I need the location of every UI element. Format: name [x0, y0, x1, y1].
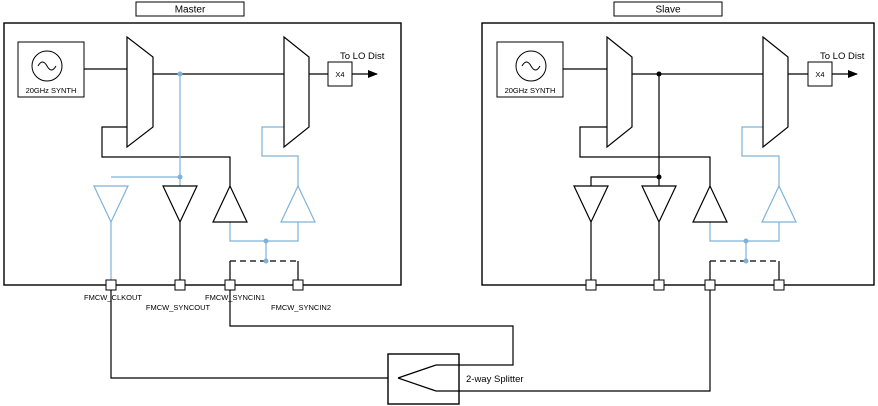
- splitter-box: [387, 353, 460, 405]
- slave-title-box: [613, 1, 723, 17]
- master-title: Master: [175, 5, 206, 16]
- slave-device: Slave 20GHz SYNTH X4: [481, 1, 875, 291]
- master-clkout-buffer: [93, 185, 129, 224]
- master-junction-dot: [263, 258, 269, 264]
- master-mux1-feedback-wire: [101, 126, 231, 187]
- slave-junction-dot: [656, 71, 662, 77]
- master-syncout-buffer: [162, 185, 198, 224]
- master-title-box: [135, 1, 245, 17]
- master-syncin2-buffer: [280, 184, 316, 223]
- slave-pin-syncin1: [704, 279, 716, 291]
- master-mux-2: [283, 35, 310, 149]
- slave-syncin2-buffer: [761, 184, 797, 223]
- master-pin-clkout: [105, 279, 117, 291]
- master-synth-label: 20GHz SYNTH: [26, 86, 77, 95]
- interconnect: 2-way Splitter: [110, 290, 711, 405]
- master-blue-buf4-to-mux2-wire: [261, 126, 299, 187]
- slave-synth-sine-icon: [521, 61, 541, 71]
- master-pin-label-syncin2: FMCW_SYNCIN2: [271, 303, 331, 312]
- master-x4-label: X4: [335, 70, 344, 79]
- master-pin-syncout: [174, 279, 186, 291]
- splitter-to-slave-syncin1-wire: [459, 290, 711, 392]
- slave-mux-2: [762, 35, 789, 149]
- slave-clkout-buffer: [573, 185, 609, 224]
- master-junction-dot: [177, 71, 183, 77]
- master-chip-outline: [3, 22, 402, 286]
- master-pin-syncin1: [224, 279, 236, 291]
- master-synth-sine-icon: [37, 61, 57, 71]
- slave-junction-dot: [656, 174, 662, 180]
- master-synth-oscillator-icon: [31, 50, 63, 82]
- slave-synth-oscillator-icon: [515, 50, 547, 82]
- master-pin-label-syncin1: FMCW_SYNCIN1: [205, 293, 265, 302]
- master-junction-dot: [177, 174, 183, 180]
- master-pin-label-clkout: FMCW_CLKOUT: [84, 293, 142, 302]
- slave-blue-buf4-to-mux2-wire: [741, 126, 780, 187]
- slave-syncin1-buffer: [692, 184, 728, 223]
- master-syncin1-buffer: [212, 184, 248, 223]
- master-device: Master 20GHz SYNTH X4: [3, 1, 402, 312]
- splitter-symbol: [397, 364, 459, 392]
- slave-mux1-feedback-wire: [579, 126, 711, 187]
- master-blue-buf1-feed-wire: [111, 176, 181, 186]
- master-mux-1: [126, 35, 154, 149]
- slave-mux-1: [606, 35, 633, 149]
- splitter-label: 2-way Splitter: [466, 374, 524, 385]
- slave-synth-label: 20GHz SYNTH: [505, 86, 556, 95]
- slave-junction-dot: [743, 258, 749, 264]
- slave-buf1-feed-wire: [590, 176, 659, 186]
- slave-title: Slave: [655, 5, 680, 16]
- slave-x4-multiplier-box: [807, 61, 833, 87]
- master-x4-multiplier-box: [327, 61, 353, 87]
- slave-syncout-buffer: [641, 185, 677, 224]
- slave-pin-syncin2: [773, 279, 785, 291]
- slave-pin-clkout: [585, 279, 597, 291]
- slave-junction-dot: [743, 238, 749, 244]
- slave-to-lo-label: To LO Dist: [820, 51, 865, 62]
- master-pin-label-syncout: FMCW_SYNCOUT: [146, 303, 211, 312]
- slave-pin-syncout: [653, 279, 665, 291]
- master-pin-syncin2: [292, 279, 304, 291]
- slave-x4-label: X4: [815, 70, 824, 79]
- master-clkout-to-splitter-wire: [110, 290, 388, 379]
- master-to-lo-label: To LO Dist: [340, 51, 385, 62]
- slave-blue-syncin-junction-wire: [709, 222, 780, 242]
- slave-chip-outline: [481, 22, 875, 286]
- splitter-to-master-syncin1-wire: [229, 290, 514, 366]
- master-junction-dot: [263, 238, 269, 244]
- master-blue-syncin-junction-wire: [229, 222, 299, 242]
